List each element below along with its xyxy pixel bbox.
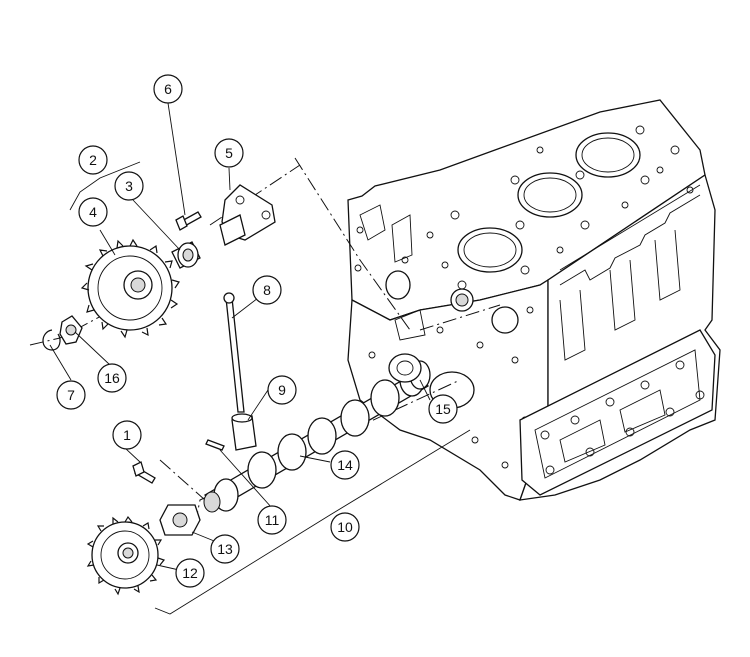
tappet-9 [231,413,257,451]
cam-gear-12 [86,515,166,596]
callout-4: 4 [78,197,108,227]
callout-2: 2 [78,145,108,175]
callout-label-12: 12 [182,565,198,581]
bolt-1 [132,461,156,484]
callout-6: 6 [153,74,183,104]
callout-label-16: 16 [104,370,120,386]
idler-shaft-bracket [219,184,276,246]
callout-label-6: 6 [164,81,172,97]
callout-label-14: 14 [337,457,353,473]
callout-12: 12 [175,558,205,588]
callout-15: 15 [428,394,458,424]
engine-block [347,99,721,501]
idler-gear [80,238,180,339]
callout-label-2: 2 [89,152,97,168]
callout-label-11: 11 [265,512,280,528]
callout-7: 7 [56,380,86,410]
camshaft [203,353,431,513]
callout-10: 10 [330,512,360,542]
callout-label-1: 1 [123,427,131,443]
callout-label-8: 8 [263,282,271,298]
callout-label-7: 7 [67,387,75,403]
callout-13: 13 [210,534,240,564]
bolt-6 [175,211,202,231]
callout-8: 8 [252,275,282,305]
callout-11: 11 [257,505,287,535]
callout-label-10: 10 [337,519,353,535]
callout-label-9: 9 [278,382,286,398]
callout-label-4: 4 [89,204,97,220]
callout-16: 16 [97,363,127,393]
washer-16 [59,315,83,345]
callout-label-3: 3 [125,178,133,194]
key-11 [205,439,225,451]
callout-5: 5 [214,138,244,168]
callout-14: 14 [330,450,360,480]
callout-1: 1 [112,420,142,450]
push-rod-8 [223,292,245,413]
thrust-plate-13 [159,504,201,536]
idler-bushing [171,241,201,269]
circlip-7 [42,329,61,351]
callout-3: 3 [114,171,144,201]
callout-9: 9 [267,375,297,405]
callout-label-13: 13 [217,541,233,557]
callout-label-5: 5 [225,145,233,161]
callout-label-15: 15 [435,401,451,417]
